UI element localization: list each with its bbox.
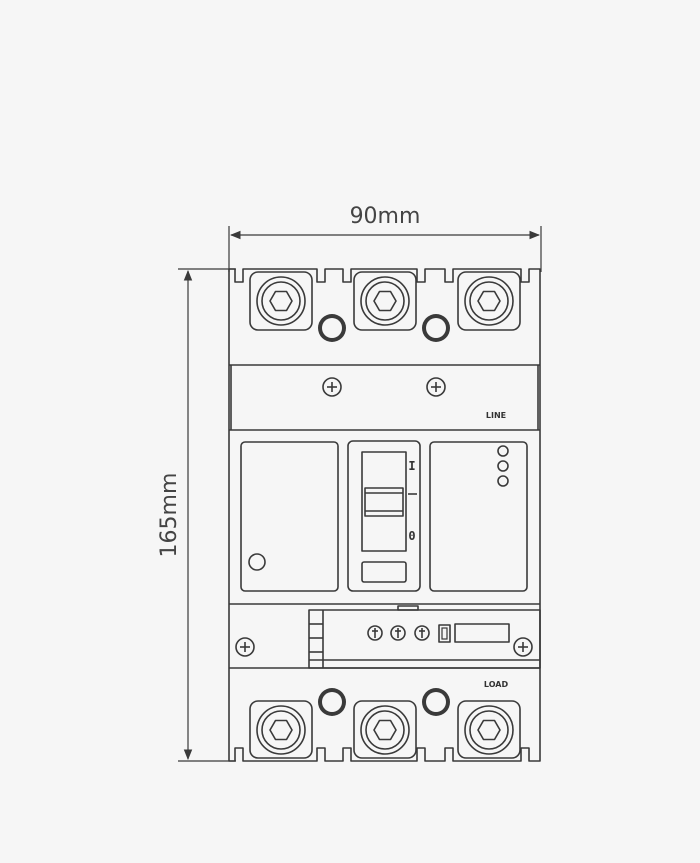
load-label: LOAD [484,680,509,689]
right-panel [429,441,528,592]
top-mounting-holes [318,314,450,342]
hex-screw-icon [477,290,501,312]
operating-handle[interactable]: I 0 [347,440,421,592]
left-panel-indicator [248,553,266,571]
width-dimension: 90mm [228,204,542,272]
terminal-top-3 [457,271,521,331]
hex-screw-icon [373,719,397,741]
front-panels [240,441,528,592]
terminal-top-1 [249,271,313,331]
side-screw-right-icon [513,637,533,657]
indicator-dot-2 [497,460,509,472]
adjustment-strip [235,605,541,669]
strip-frame [308,609,541,669]
terminal-bottom-3 [457,700,521,759]
handle-base [361,561,407,583]
dial-3-icon[interactable] [414,625,430,641]
indicator-dot-3 [497,475,509,487]
hex-screw-icon [269,290,293,312]
bottom-terminal-block [228,668,541,762]
cover-screw-right-icon [426,377,446,397]
side-screw-left-icon [235,637,255,657]
hex-screw-icon [373,290,397,312]
terminal-bottom-2 [353,700,417,759]
bottom-terminals: LOAD [249,680,521,759]
switch-off-label: 0 [408,529,415,543]
left-panel [240,441,339,592]
terminal-top-2 [353,271,417,331]
hex-screw-icon [269,719,293,741]
width-label: 90mm [350,204,421,229]
test-button[interactable] [438,624,451,643]
dial-2-icon[interactable] [390,625,406,641]
bottom-mounting-holes [318,688,450,716]
height-dimension: 165mm [157,268,236,762]
indicator-dot-1 [497,445,509,457]
switch-on-label: I [408,459,415,473]
top-terminal-block [228,268,541,365]
top-terminals [249,271,521,342]
cover-sides [230,365,539,430]
line-label: LINE [486,411,506,420]
cover-screws: LINE [322,377,506,420]
handle-lever [364,487,404,517]
display-window [454,623,510,643]
handle-slot [361,451,407,552]
hex-screw-icon [477,719,501,741]
cover-screw-left-icon [322,377,342,397]
height-label: 165mm [157,473,182,558]
terminal-bottom-1 [249,700,313,759]
strip-tab [397,605,419,611]
dial-1-icon[interactable] [367,625,383,641]
handle-frame [347,440,421,592]
